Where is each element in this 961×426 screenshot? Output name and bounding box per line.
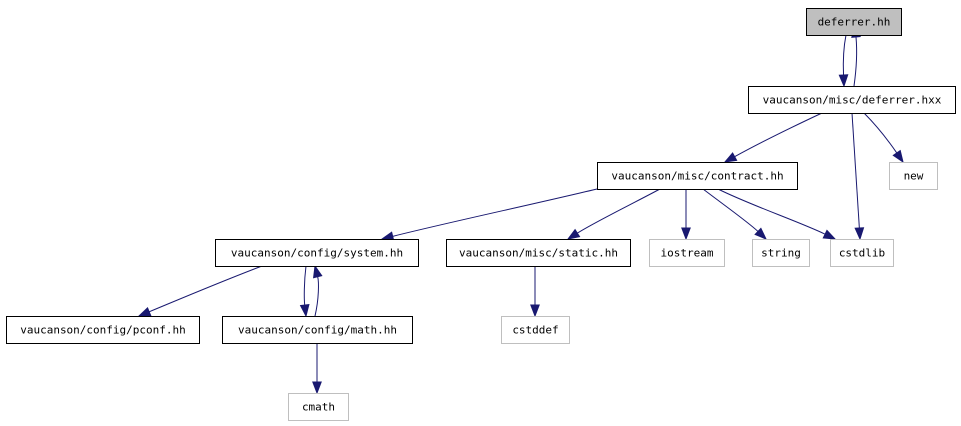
edge-deferrer_hxx-to-cstdlib <box>851 112 865 241</box>
edge-line <box>863 112 898 154</box>
arrowhead <box>312 381 322 395</box>
node-new[interactable]: new <box>889 162 938 190</box>
node-label: vaucanson/misc/static.hh <box>459 247 618 260</box>
node-box <box>446 239 631 267</box>
node-label: vaucanson/config/system.hh <box>231 247 403 260</box>
arrowhead <box>822 229 837 240</box>
arrowhead <box>566 228 581 240</box>
edge-contract_hh-to-static_hh <box>566 188 661 240</box>
node-label: cstdlib <box>839 247 885 260</box>
node-label: iostream <box>661 247 714 260</box>
edge-math_hh-to-cmath <box>312 343 322 395</box>
arrowhead <box>313 264 323 279</box>
node-cstddef[interactable]: cstddef <box>501 316 570 344</box>
node-string[interactable]: string <box>752 239 810 267</box>
node-contract-hh[interactable]: vaucanson/misc/contract.hh <box>597 162 798 190</box>
arrowhead <box>681 227 691 241</box>
node-box <box>649 239 725 267</box>
node-label: deferrer.hh <box>818 16 891 29</box>
edge-line <box>853 36 858 87</box>
arrowhead <box>299 304 310 318</box>
node-label: vaucanson/misc/deferrer.hxx <box>763 94 942 107</box>
node-cstdlib[interactable]: cstdlib <box>830 239 894 267</box>
node-label: cmath <box>302 401 335 414</box>
edge-line <box>303 265 307 306</box>
node-box <box>752 239 810 267</box>
edge-math_hh-to-system_hh <box>313 264 323 317</box>
nodes-layer: deferrer.hh vaucanson/misc/deferrer.hxx va… <box>6 8 956 421</box>
edge-line <box>851 112 860 229</box>
edge-deferrer_hxx-to-contract_hh <box>723 112 823 163</box>
node-box <box>889 162 938 190</box>
node-pconf-hh[interactable]: vaucanson/config/pconf.hh <box>6 316 200 344</box>
node-static-hh[interactable]: vaucanson/misc/static.hh <box>446 239 631 267</box>
edge-line <box>392 188 598 237</box>
node-box <box>215 239 419 267</box>
node-cmath[interactable]: cmath <box>288 393 349 421</box>
arrowhead <box>838 74 849 88</box>
edge-deferrer_hxx-to-new <box>863 112 904 164</box>
node-box <box>748 86 956 114</box>
edge-line <box>702 188 759 232</box>
node-label: string <box>761 247 801 260</box>
node-label: cstddef <box>512 324 558 337</box>
arrowhead <box>754 227 768 240</box>
edge-line <box>842 34 847 76</box>
node-box <box>501 316 570 344</box>
node-label: vaucanson/config/math.hh <box>238 324 397 337</box>
arrowhead <box>137 307 152 317</box>
node-box <box>597 162 798 190</box>
node-box <box>288 393 349 421</box>
edge-system_hh-to-math_hh <box>299 265 310 318</box>
edge-line <box>717 188 826 235</box>
arrowhead <box>723 152 738 163</box>
edge-line <box>314 276 319 317</box>
edge-contract_hh-to-string <box>702 188 768 240</box>
node-deferrer-hh[interactable]: deferrer.hh <box>806 8 902 36</box>
edge-line <box>577 188 661 234</box>
edge-line <box>734 112 823 158</box>
node-label: new <box>904 170 924 183</box>
edge-system_hh-to-pconf_hh <box>137 265 263 317</box>
edge-contract_hh-to-system_hh <box>380 188 598 241</box>
edge-line <box>148 265 263 313</box>
node-box <box>806 8 902 36</box>
edge-contract_hh-to-iostream <box>681 189 691 241</box>
arrowhead <box>892 149 904 164</box>
node-deferrer-hxx[interactable]: vaucanson/misc/deferrer.hxx <box>748 86 956 114</box>
edge-static_hh-to-cstddef <box>530 266 540 318</box>
node-box <box>222 316 413 344</box>
node-label: vaucanson/config/pconf.hh <box>20 324 186 337</box>
arrowhead <box>854 227 865 241</box>
edge-contract_hh-to-cstdlib <box>717 188 837 240</box>
node-box <box>6 316 200 344</box>
node-math-hh[interactable]: vaucanson/config/math.hh <box>222 316 413 344</box>
node-system-hh[interactable]: vaucanson/config/system.hh <box>215 239 419 267</box>
arrowhead <box>530 304 540 318</box>
edge-deferrer_hh-to-deferrer_hxx <box>838 34 849 88</box>
node-iostream[interactable]: iostream <box>649 239 725 267</box>
node-box <box>830 239 894 267</box>
node-label: vaucanson/misc/contract.hh <box>611 170 783 183</box>
